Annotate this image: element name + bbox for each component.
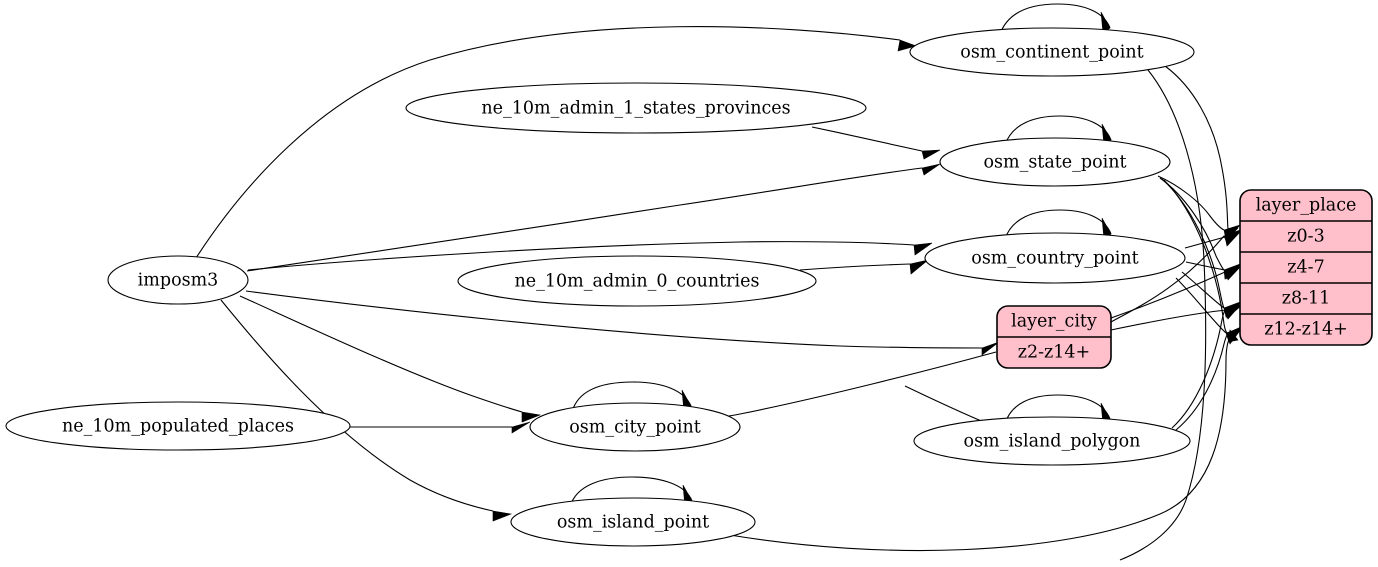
edge-osm-country-point-to-layer-place-z12 <box>1175 277 1227 334</box>
edge-imposm3-to-osm-state-point <box>246 167 923 272</box>
edge-layer-city-to-layer-place-z8 <box>1110 309 1227 331</box>
node-shape-osm-city-point[interactable] <box>529 402 741 452</box>
node-imposm3[interactable]: imposm3 <box>107 255 249 305</box>
node-osm-state-point[interactable]: osm_state_point <box>939 137 1171 187</box>
edge-ne-admin-0-countries-to-osm-country-point <box>799 263 911 271</box>
node-shape-osm-country-point[interactable] <box>924 232 1186 284</box>
record-row-layer-place-z0-3[interactable]: z0-3 <box>1287 227 1324 247</box>
node-label-ne-10m-admin-0-countries: ne_10m_admin_0_countries <box>515 272 760 292</box>
arrowhead-imposm3-osm-state-point <box>921 163 941 176</box>
edge-layer-city-to-osm-city-point <box>715 351 997 419</box>
node-label-ne-10m-admin-1-states-provinces: ne_10m_admin_1_states_provinces <box>481 99 790 119</box>
node-label-osm-city-point: osm_city_point <box>569 418 701 438</box>
edge-osm-country-point-to-layer-place-z4 <box>1185 261 1226 271</box>
node-ne-10m-admin-1-states-provinces[interactable]: ne_10m_admin_1_states_provinces <box>405 82 867 134</box>
node-label-osm-island-point: osm_island_point <box>557 513 709 533</box>
edge-osm-island-polygon-to-layer-place-z8 <box>1171 309 1226 429</box>
arrowhead-imposm3-layer-city <box>981 341 1000 356</box>
node-ne-10m-populated-places[interactable]: ne_10m_populated_places <box>5 401 351 451</box>
edge-osm-continent-point-long-descender <box>1119 69 1207 561</box>
edge-layer <box>195 3 1243 561</box>
record-row-layer-city-z2-z14[interactable]: z2-z14+ <box>1018 343 1090 363</box>
selfloop-osm-island-point <box>569 476 693 508</box>
node-shape-osm-island-polygon[interactable] <box>913 416 1191 466</box>
arrowhead-imposm3-osm-island-point <box>492 510 513 522</box>
node-label-osm-continent-point: osm_continent_point <box>960 43 1143 63</box>
edge-osm-island-polygon-to-layer-place-z12 <box>1175 334 1228 431</box>
arrowhead-ne-states-provinces-osm-state-point <box>921 149 941 160</box>
node-label-ne-10m-populated-places: ne_10m_populated_places <box>62 417 294 437</box>
node-ne-10m-admin-0-countries[interactable]: ne_10m_admin_0_countries <box>457 255 817 307</box>
edge-layer-city-to-layer-place-z0 <box>1110 235 1225 323</box>
node-osm-country-point[interactable]: osm_country_point <box>924 232 1186 284</box>
arrowhead-osm-island-polygon-layer-place-z8 <box>1224 303 1242 320</box>
node-osm-continent-point[interactable]: osm_continent_point <box>909 27 1195 77</box>
node-shape-ne-10m-admin-0-countries[interactable] <box>457 255 817 307</box>
arrowhead-imposm3-osm-continent-point <box>897 39 917 52</box>
edge-into-osm-island-polygon <box>904 385 987 424</box>
edge-osm-country-point-to-layer-place-z8 <box>1181 271 1225 309</box>
node-shape-ne-10m-populated-places[interactable] <box>5 401 351 451</box>
node-shape-osm-island-point[interactable] <box>510 497 756 547</box>
edge-layer-city-to-layer-place-z4 <box>1110 271 1226 319</box>
node-shape-osm-state-point[interactable] <box>939 137 1171 187</box>
node-label-imposm3: imposm3 <box>138 271 219 291</box>
node-label-osm-island-polygon: osm_island_polygon <box>964 432 1141 452</box>
selfloop-osm-city-point <box>571 381 692 413</box>
arrowhead-imposm3-osm-city-point <box>521 411 542 423</box>
record-row-layer-place-z12-z14[interactable]: z12-z14+ <box>1264 320 1348 340</box>
arrowhead-osm-island-point-layer-place-z12 <box>1227 329 1239 343</box>
edge-imposm3-to-osm-continent-point <box>195 26 901 259</box>
node-layer: imposm3 ne_10m_populated_places ne_10m_a… <box>5 27 1195 547</box>
record-node-layer-city[interactable]: layer_city z2-z14+ <box>996 305 1112 369</box>
record-box-layer-place[interactable] <box>1239 189 1373 346</box>
arrowhead-layer-city-layer-place-z4 <box>1224 265 1242 281</box>
record-row-layer-place-z8-11[interactable]: z8-11 <box>1282 289 1331 309</box>
edge-osm-continent-point-to-layer-place-z0 <box>1164 65 1229 230</box>
node-shape-osm-continent-point[interactable] <box>909 27 1195 77</box>
edge-ne-states-provinces-to-osm-state-point <box>811 126 923 152</box>
arrowhead-layer-city-layer-place-z0 <box>1223 229 1241 246</box>
node-shape-imposm3[interactable] <box>107 255 249 305</box>
node-shape-ne-10m-admin-1-states-provinces[interactable] <box>405 82 867 134</box>
edge-imposm3-to-osm-city-point <box>239 295 523 413</box>
record-header-layer-place: layer_place <box>1256 196 1357 216</box>
edge-imposm3-to-osm-island-point <box>220 299 494 512</box>
record-node-layer-place[interactable]: layer_place z0-3 z4-7 z8-11 z12-z14+ <box>1239 189 1373 346</box>
node-label-osm-state-point: osm_state_point <box>983 153 1126 173</box>
record-node-layer: layer_city z2-z14+ layer_place z0-3 z4-7… <box>996 189 1373 369</box>
edge-osm-state-point-to-layer-place-z0 <box>1157 175 1225 231</box>
edge-imposm3-to-osm-country-point <box>247 241 915 271</box>
arrowhead-imposm3-osm-country-point <box>913 242 933 256</box>
record-header-layer-city: layer_city <box>1011 312 1097 332</box>
node-label-osm-country-point: osm_country_point <box>971 249 1138 269</box>
arrowhead-ne-populated-places-osm-city-point <box>511 421 531 434</box>
edge-osm-state-point-to-layer-place-z4 <box>1159 177 1225 271</box>
node-osm-island-polygon[interactable]: osm_island_polygon <box>913 416 1191 466</box>
node-osm-city-point[interactable]: osm_city_point <box>529 402 741 452</box>
record-row-layer-place-z4-7[interactable]: z4-7 <box>1287 258 1324 278</box>
selfloop-osm-state-point <box>1004 115 1112 146</box>
selfloop-osm-country-point <box>1004 209 1112 240</box>
node-osm-island-point[interactable]: osm_island_point <box>510 497 756 547</box>
edge-imposm3-to-layer-city <box>245 290 983 349</box>
arrowhead-ne-admin-0-countries-osm-country-point <box>909 259 929 275</box>
edge-osm-island-point-to-layer-place-z12 <box>729 341 1229 552</box>
